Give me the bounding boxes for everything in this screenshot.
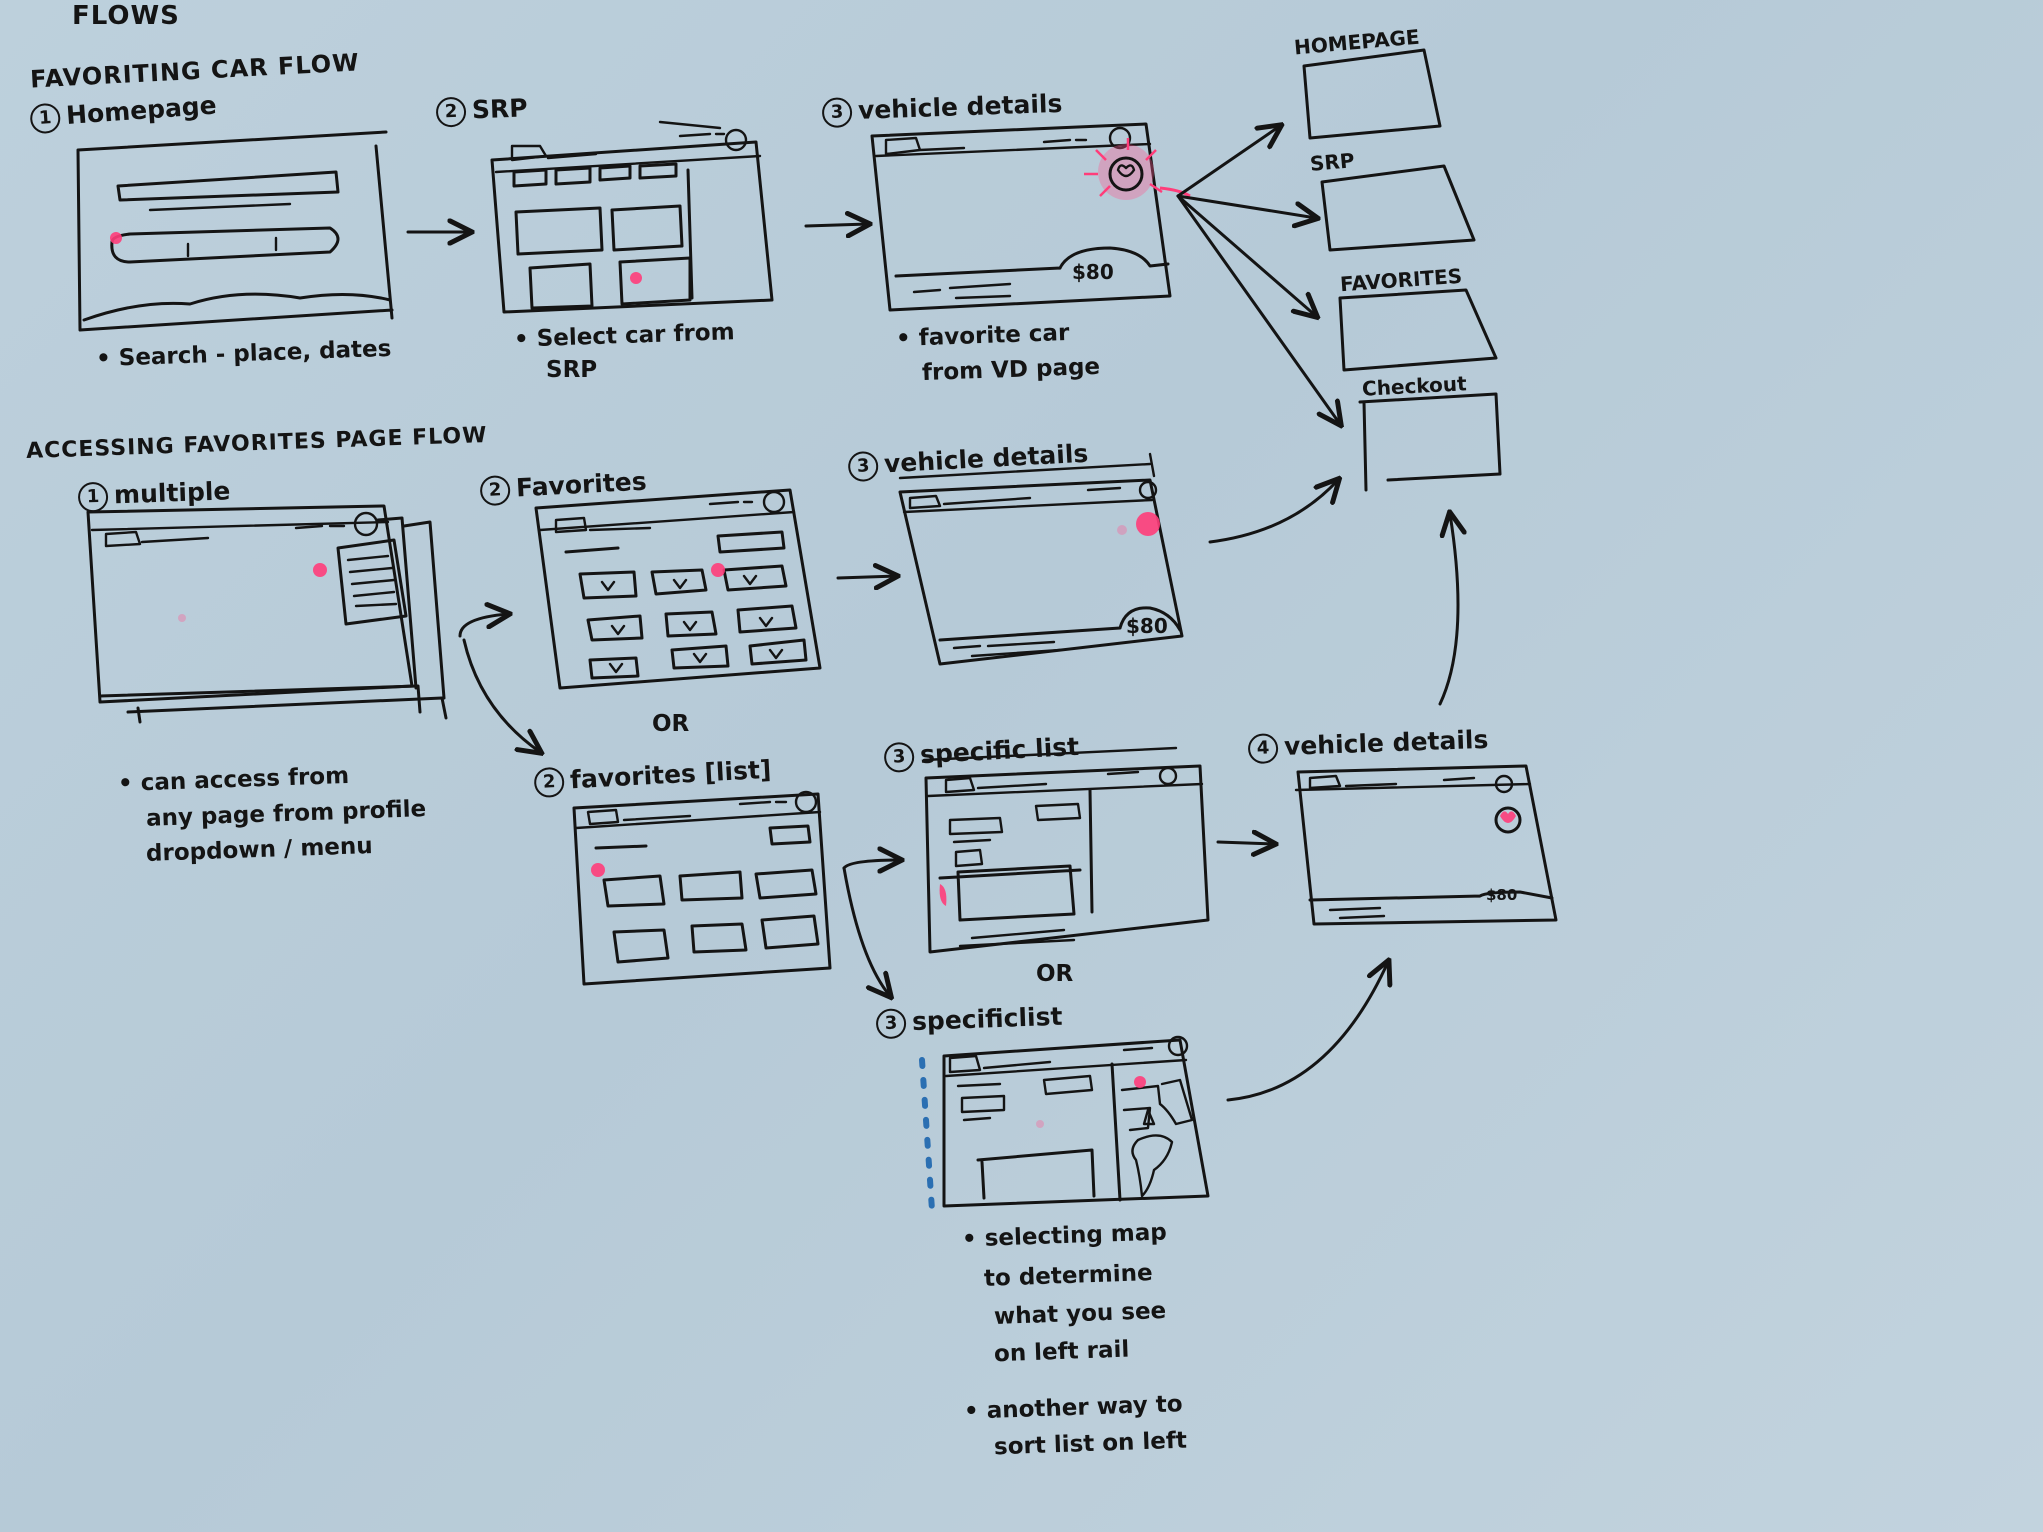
step-number: 3 — [883, 741, 915, 774]
step-number: 2 — [479, 474, 511, 507]
step-label: specific list — [919, 731, 1080, 770]
map-note-3: what you see — [993, 1298, 1167, 1330]
map-note-2: to determine — [983, 1260, 1154, 1292]
wireframe-vehicle-details-4 — [1294, 764, 1558, 926]
flow2-arrows — [458, 480, 1458, 1102]
wireframe-homepage — [76, 130, 394, 332]
step-number: 3 — [847, 450, 879, 483]
wireframe-vehicle-details-2 — [898, 452, 1184, 666]
wireframe-specific-list-map — [919, 1035, 1210, 1213]
step-label: vehicle details — [857, 88, 1063, 125]
page-title: FLOWS — [72, 1, 180, 31]
step-label: specificlist — [911, 1001, 1063, 1036]
flow1-step2-note-2: SRP — [546, 357, 598, 383]
step-number: 1 — [29, 102, 62, 135]
flow1-step3-note-1: • favorite car — [895, 319, 1070, 353]
wireframe-favorites-list — [572, 790, 832, 986]
step-number: 2 — [533, 766, 565, 799]
step-number: 2 — [435, 96, 467, 128]
wireframe-srp — [490, 120, 774, 314]
wireframe-favorites — [534, 488, 822, 690]
step-number: 3 — [875, 1008, 907, 1040]
step-label: vehicle details — [1283, 724, 1489, 761]
step-label: SRP — [471, 93, 529, 125]
destination-boxes — [1302, 48, 1502, 492]
or-label-2: OR — [1036, 961, 1074, 987]
flow1-price: $80 — [1072, 260, 1114, 284]
step-number: 3 — [821, 97, 853, 129]
destination-srp: SRP — [1308, 148, 1356, 176]
wireframe-vehicle-details — [870, 122, 1191, 312]
map-note-4: on left rail — [993, 1336, 1130, 1368]
flow1-arrows — [406, 126, 1340, 424]
or-label-1: OR — [652, 711, 690, 737]
step-number: 4 — [1247, 733, 1279, 765]
step-label: multiple — [113, 476, 231, 510]
flow2-step4-price: $80 — [1486, 886, 1518, 904]
wireframe-multiple — [86, 504, 448, 724]
flow2-step3a-price: $80 — [1126, 614, 1168, 638]
step-number: 1 — [77, 481, 109, 513]
step-label: Favorites — [515, 466, 648, 503]
wireframe-specific-list — [922, 746, 1210, 954]
